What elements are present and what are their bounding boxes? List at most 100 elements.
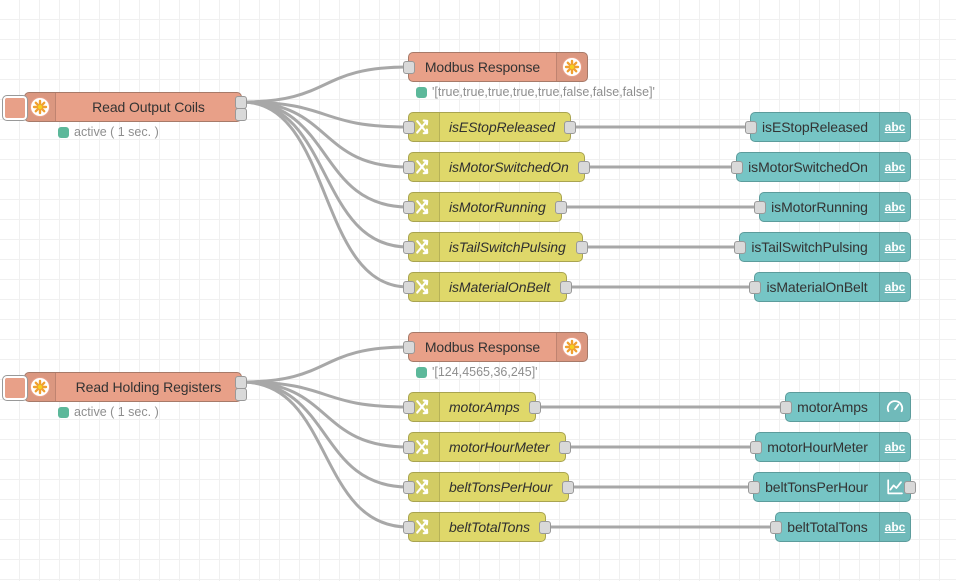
wire xyxy=(240,100,410,129)
node-output-port[interactable] xyxy=(576,241,588,254)
node-label: isMotorSwitchedOn xyxy=(449,159,569,175)
inject-trigger-button[interactable] xyxy=(3,96,27,120)
change-node-motorHourMeter[interactable]: motorHourMeter xyxy=(403,432,571,462)
change-node-isMaterialOnBelt[interactable]: isMaterialOnBelt xyxy=(403,272,572,302)
ui-node-isMotorRunning[interactable]: isMotorRunning abc xyxy=(754,192,911,222)
modbus-star-icon xyxy=(30,377,50,397)
wire xyxy=(240,380,410,449)
ui-node-isEStopReleased[interactable]: isEStopReleased abc xyxy=(745,112,911,142)
node-output-port[interactable] xyxy=(235,108,247,121)
node-input-port[interactable] xyxy=(403,481,415,494)
status-dot xyxy=(416,366,427,378)
node-input-port[interactable] xyxy=(745,121,757,134)
change-node-isEStopReleased[interactable]: isEStopReleased xyxy=(403,112,576,142)
node-input-port[interactable] xyxy=(403,61,415,74)
node-input-port[interactable] xyxy=(749,281,761,294)
modbus-read-node-coils[interactable]: Read Output Coils xyxy=(3,92,247,122)
node-label: Modbus Response xyxy=(424,59,541,75)
modbus-read-node-registers[interactable]: Read Holding Registers xyxy=(3,372,247,402)
inject-trigger-button[interactable] xyxy=(3,376,27,400)
wire xyxy=(240,65,410,104)
node-output-port[interactable] xyxy=(559,441,571,454)
node-label: isTailSwitchPulsing xyxy=(449,239,566,255)
node-label: isEStopReleased xyxy=(449,119,555,135)
node-input-port[interactable] xyxy=(403,341,415,354)
modbus-star-icon xyxy=(30,97,50,117)
ui-node-motorAmps[interactable]: motorAmps xyxy=(780,392,911,422)
node-label: motorAmps xyxy=(449,399,520,415)
node-label: isMaterialOnBelt xyxy=(449,279,551,295)
node-output-port[interactable] xyxy=(529,401,541,414)
node-icon-tray: abc xyxy=(879,113,910,141)
node-output-port[interactable] xyxy=(578,161,590,174)
abc-icon: abc xyxy=(884,240,906,254)
ui-node-beltTonsPerHour[interactable]: beltTonsPerHour xyxy=(748,472,916,502)
node-output-port[interactable] xyxy=(562,481,574,494)
node-output-port[interactable] xyxy=(555,201,567,214)
node-icon-tray: abc xyxy=(879,193,910,221)
node-input-port[interactable] xyxy=(770,521,782,534)
node-input-port[interactable] xyxy=(403,401,415,414)
modbus-response-node-registers[interactable]: Modbus Response xyxy=(403,332,588,362)
ui-node-motorHourMeter[interactable]: motorHourMeter abc xyxy=(750,432,911,462)
node-label: isMotorRunning xyxy=(449,199,546,215)
change-node-isTailSwitchPulsing[interactable]: isTailSwitchPulsing xyxy=(403,232,588,262)
status-text: '[124,4565,36,245]' xyxy=(432,365,538,379)
node-icon-tray xyxy=(556,53,587,81)
switch-arrows-icon xyxy=(414,117,434,137)
modbus-response-node-coils[interactable]: Modbus Response xyxy=(403,52,588,82)
abc-icon: abc xyxy=(884,120,906,134)
node-label: isMaterialOnBelt xyxy=(766,279,868,295)
node-icon-tray xyxy=(556,333,587,361)
node-label: beltTotalTons xyxy=(787,519,868,535)
node-label: Modbus Response xyxy=(424,339,541,355)
node-output-port[interactable] xyxy=(564,121,576,134)
ui-node-isMotorSwitchedOn[interactable]: isMotorSwitchedOn abc xyxy=(731,152,911,182)
change-node-beltTotalTons[interactable]: beltTotalTons xyxy=(403,512,551,542)
node-input-port[interactable] xyxy=(748,481,760,494)
change-node-motorAmps[interactable]: motorAmps xyxy=(403,392,541,422)
node-input-port[interactable] xyxy=(750,441,762,454)
node-label: isEStopReleased xyxy=(762,119,868,135)
node-icon-tray: abc xyxy=(879,273,910,301)
ui-node-isMaterialOnBelt[interactable]: isMaterialOnBelt abc xyxy=(749,272,911,302)
node-input-port[interactable] xyxy=(403,121,415,134)
chart-icon xyxy=(885,477,905,497)
response-status-registers: '[124,4565,36,245]' xyxy=(416,365,538,379)
node-input-port[interactable] xyxy=(403,441,415,454)
node-label: motorAmps xyxy=(797,399,868,415)
abc-icon: abc xyxy=(884,440,906,454)
switch-arrows-icon xyxy=(414,237,434,257)
wire xyxy=(240,100,410,289)
wire xyxy=(240,345,410,384)
node-input-port[interactable] xyxy=(734,241,746,254)
node-output-port[interactable] xyxy=(539,521,551,534)
ui-node-beltTotalTons[interactable]: beltTotalTons abc xyxy=(770,512,911,542)
node-output-port[interactable] xyxy=(560,281,572,294)
node-output-port[interactable] xyxy=(235,388,247,401)
node-input-port[interactable] xyxy=(403,521,415,534)
node-input-port[interactable] xyxy=(403,201,415,214)
change-node-isMotorSwitchedOn[interactable]: isMotorSwitchedOn xyxy=(403,152,590,182)
switch-arrows-icon xyxy=(414,397,434,417)
node-icon-tray: abc xyxy=(879,233,910,261)
switch-arrows-icon xyxy=(414,277,434,297)
node-input-port[interactable] xyxy=(780,401,792,414)
change-node-beltTonsPerHour[interactable]: beltTonsPerHour xyxy=(403,472,574,502)
ui-node-isTailSwitchPulsing[interactable]: isTailSwitchPulsing abc xyxy=(734,232,911,262)
node-input-port[interactable] xyxy=(403,161,415,174)
node-input-port[interactable] xyxy=(754,201,766,214)
node-label: isMotorSwitchedOn xyxy=(748,159,868,175)
node-icon-tray: abc xyxy=(879,513,910,541)
node-label: isTailSwitchPulsing xyxy=(751,239,868,255)
abc-icon: abc xyxy=(884,280,906,294)
node-input-port[interactable] xyxy=(403,281,415,294)
node-input-port[interactable] xyxy=(403,241,415,254)
change-node-isMotorRunning[interactable]: isMotorRunning xyxy=(403,192,567,222)
node-icon-tray: abc xyxy=(879,153,910,181)
node-output-port[interactable] xyxy=(904,481,916,494)
status-dot xyxy=(416,86,427,98)
status-dot xyxy=(58,406,69,418)
node-input-port[interactable] xyxy=(731,161,743,174)
